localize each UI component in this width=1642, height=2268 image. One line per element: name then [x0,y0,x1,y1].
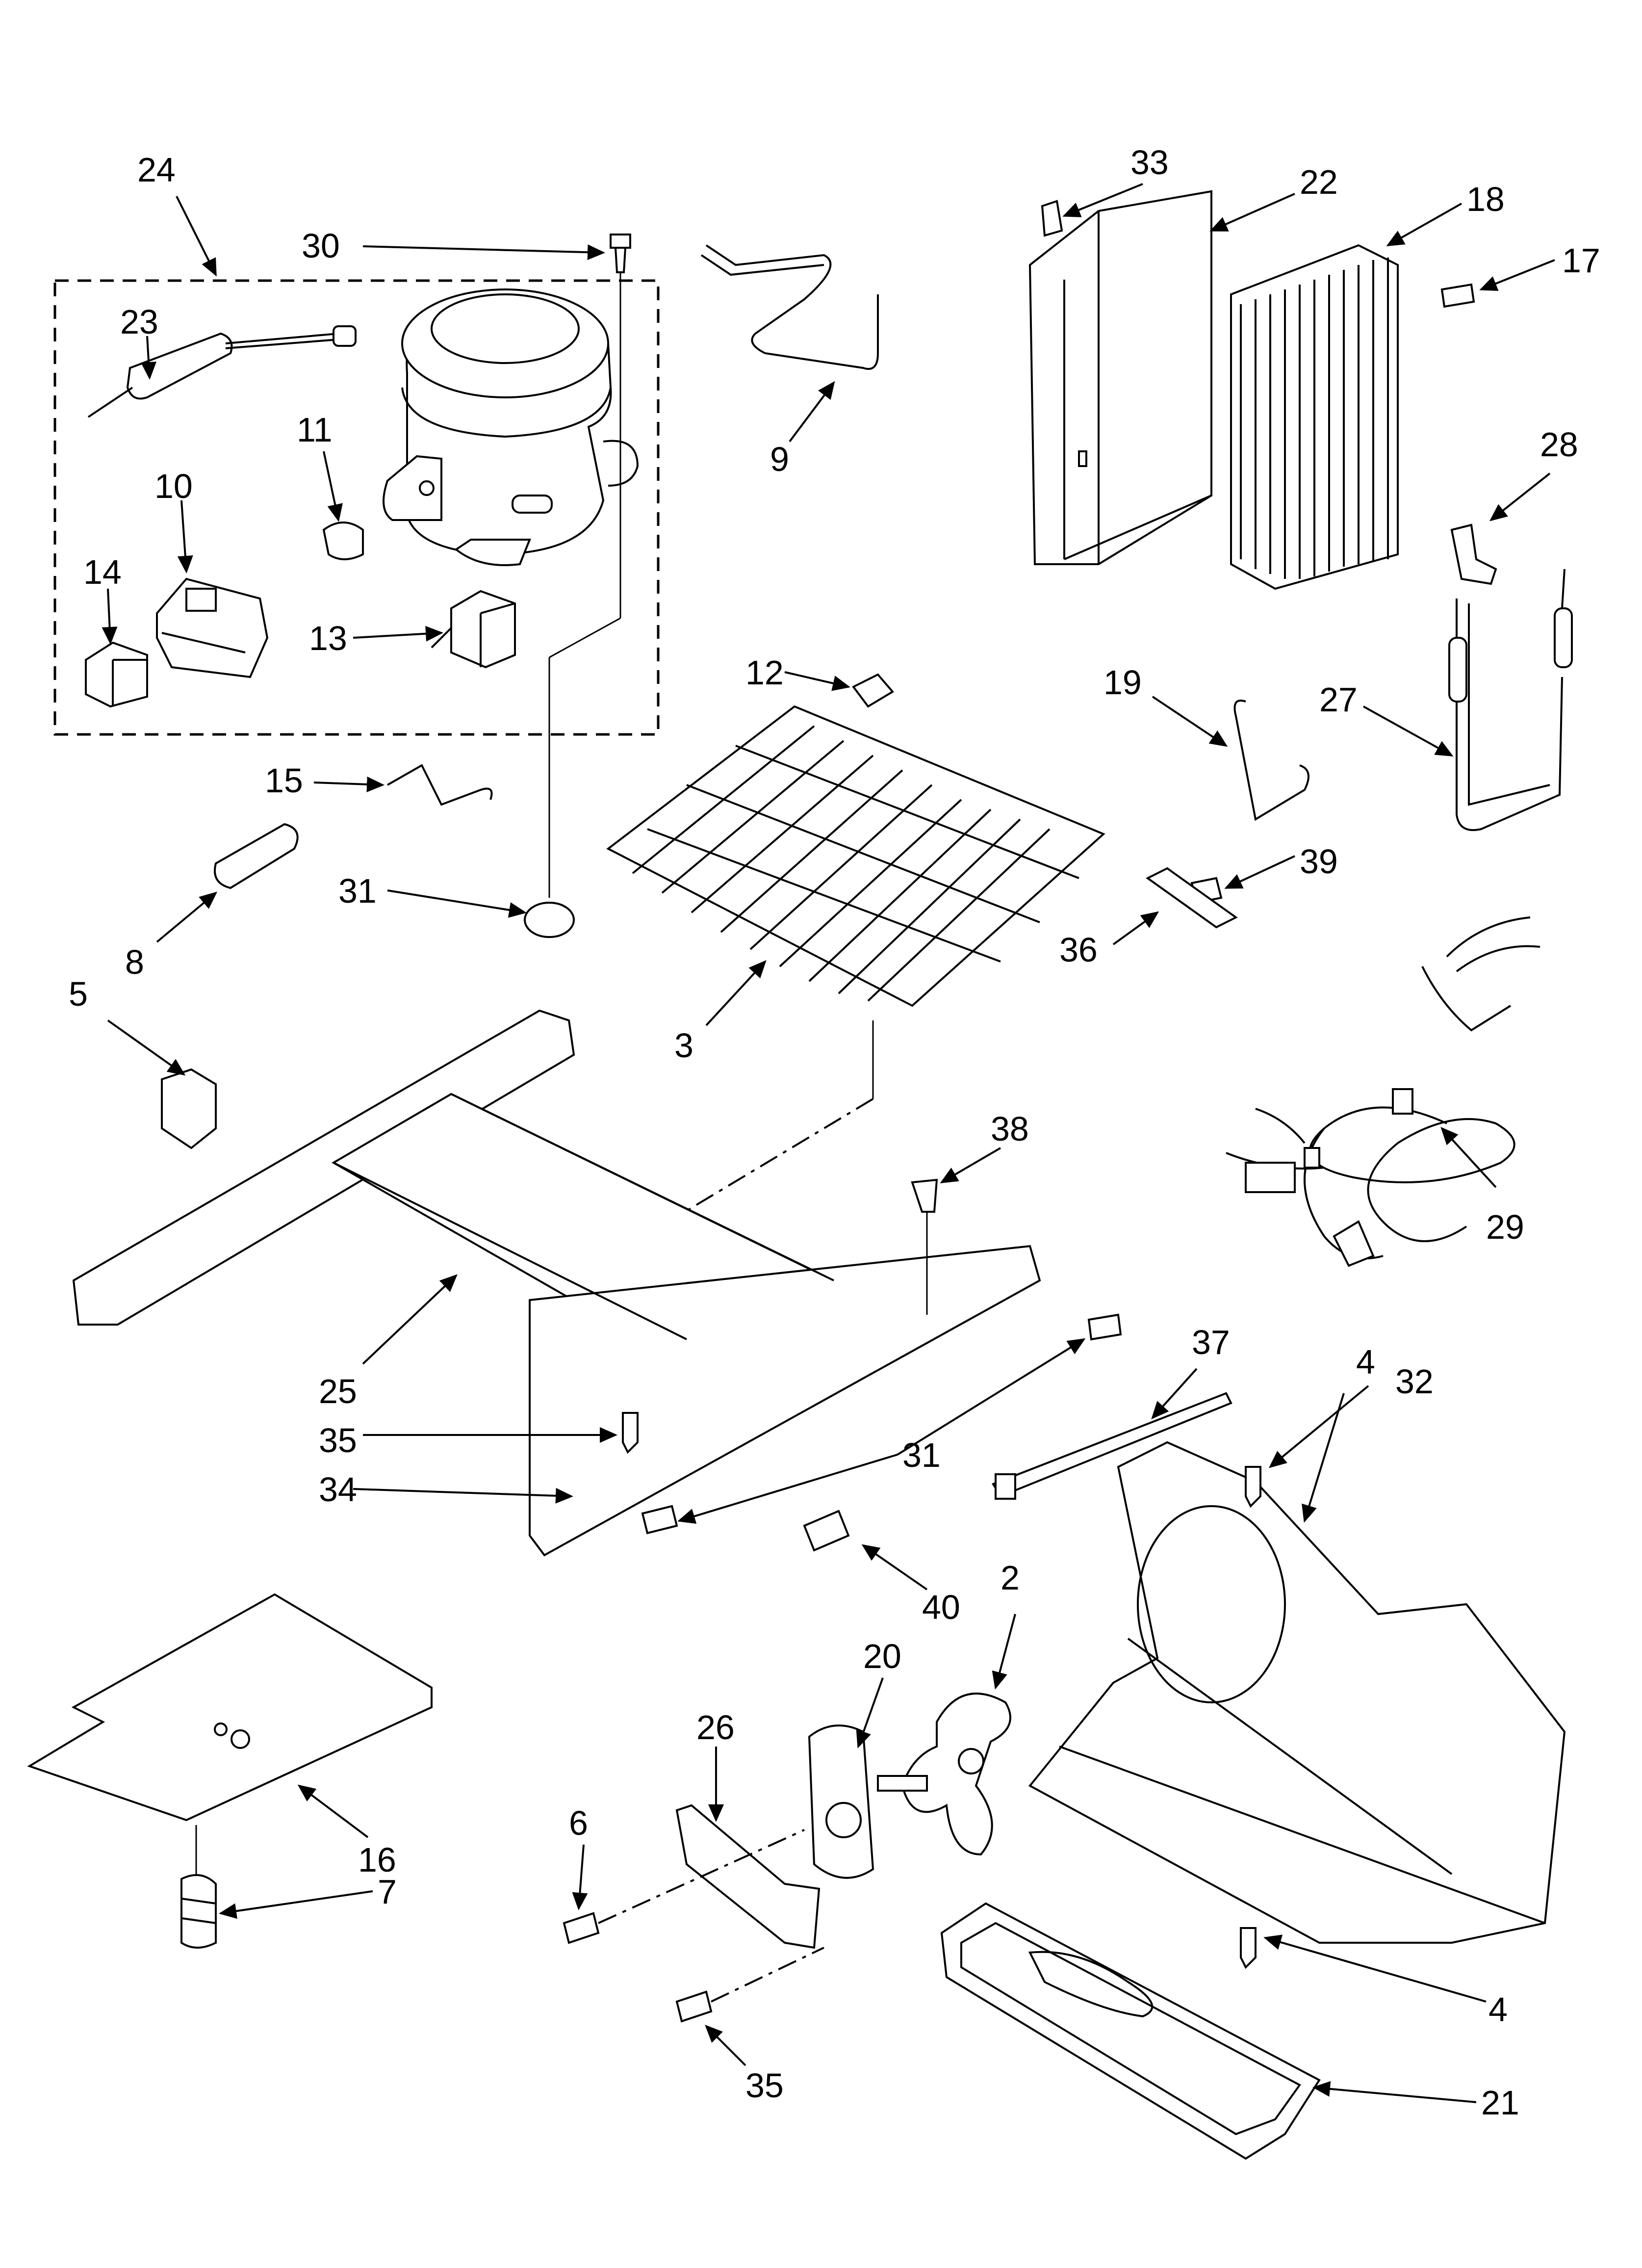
label-28: 28 [1540,425,1578,464]
label-6: 6 [569,1804,588,1842]
label-9: 9 [770,440,789,478]
cover-14 [85,641,148,708]
start-device-13 [431,590,516,669]
label-20: 20 [863,1637,901,1675]
label-30: 30 [302,227,340,265]
label-33: 33 [1130,143,1169,182]
screw-6 [563,1912,600,1944]
label-37: 37 [1192,1323,1230,1361]
screw-31-lower [641,1505,678,1535]
clip-28 [1450,523,1497,585]
label-35-lower: 35 [745,2066,784,2105]
label-25: 25 [319,1372,357,1410]
grommet-8 [214,823,299,889]
bracket-5 [161,1068,217,1149]
label-14: 14 [83,553,122,591]
label-15: 15 [265,761,303,800]
label-4-lower: 4 [1488,1990,1508,2029]
shroud-32 [1028,1441,1566,1944]
label-24: 24 [137,151,176,189]
label-19: 19 [1103,663,1142,702]
condenser-3 [606,705,1105,1007]
label-27: 27 [1319,680,1358,719]
screw-31-side [1087,1313,1122,1341]
label-16: 16 [358,1841,396,1879]
label-35-upper: 35 [319,1421,357,1460]
drain-pan-21 [940,1902,1321,2160]
clip-33 [1041,200,1063,237]
compressor-kit-box [53,279,660,736]
callout-labels: 24 30 23 11 10 14 13 9 33 22 18 17 28 12… [69,143,1600,2122]
label-36: 36 [1059,931,1098,969]
screw-17 [1440,283,1475,308]
label-23: 23 [120,303,158,341]
label-32: 32 [1395,1362,1434,1401]
screw-4-upper [1245,1466,1261,1508]
cover-22 [1028,190,1212,565]
label-10: 10 [154,467,193,505]
fan-motor-20 [808,1724,928,1879]
label-29: 29 [1486,1208,1524,1246]
compressor [383,288,639,566]
clip-15 [387,764,493,806]
screw-35-lower [675,1990,713,2023]
label-39: 39 [1300,842,1338,881]
label-31-upper: 31 [338,872,377,910]
fan-blade-2 [901,1693,1011,1856]
screw-30 [548,234,631,898]
tube-9 [705,244,879,370]
screw-35-upper [622,1412,639,1454]
label-21: 21 [1481,2084,1519,2122]
label-17: 17 [1562,241,1600,280]
label-12: 12 [745,653,784,692]
clip-11 [322,521,364,560]
label-26: 26 [696,1708,735,1747]
label-3: 3 [674,1026,693,1065]
label-7: 7 [378,1873,397,1911]
base-frame [72,1009,1041,1557]
evaporator-18 [1230,244,1399,590]
label-11: 11 [297,411,333,449]
drier-27 [1448,569,1573,831]
bracket-19 [1233,700,1309,821]
grommet-40 [803,1510,850,1552]
label-5: 5 [69,975,88,1013]
label-8: 8 [125,943,144,981]
label-4-upper: 4 [1356,1343,1375,1381]
label-2: 2 [1001,1559,1020,1597]
motor-bracket-26 [675,1804,821,1949]
label-31-lower: 31 [902,1436,941,1474]
part-23 [87,325,357,418]
label-22: 22 [1300,163,1338,201]
label-38: 38 [991,1110,1029,1148]
label-13: 13 [309,619,347,657]
screw-38 [911,1178,938,1213]
bracket-36 [1146,867,1238,929]
grommet-31 [524,902,575,938]
wire-harness-29 [1226,916,1540,1267]
label-18: 18 [1466,180,1505,218]
spring-7 [180,1825,217,1949]
relay-10 [156,577,269,678]
cover-panel-16 [27,1593,433,1822]
clip-12 [851,673,895,708]
screw-4-lower [1240,1927,1257,1969]
label-40: 40 [922,1588,960,1626]
label-34: 34 [319,1470,357,1509]
